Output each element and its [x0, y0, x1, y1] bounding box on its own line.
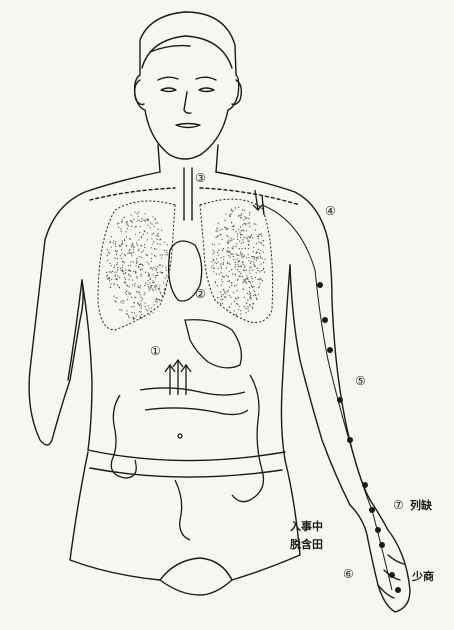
marker-2: ②	[195, 287, 206, 301]
acupoint-9	[379, 542, 385, 548]
waistband	[88, 450, 285, 461]
mouth	[176, 124, 200, 128]
marker-7: ⑦	[393, 498, 404, 512]
navel	[178, 434, 182, 438]
acupoint-3	[327, 347, 333, 353]
marker-6: ⑥	[343, 567, 354, 581]
left-arm-inner	[68, 280, 82, 380]
acupoint-5	[347, 437, 353, 443]
right-hand	[350, 500, 410, 612]
label-shaoshang: 少商	[411, 569, 434, 583]
hair-line	[142, 36, 232, 68]
marker-1: ①	[150, 344, 161, 358]
collarbones	[90, 188, 300, 205]
acupoint-2	[322, 317, 328, 323]
small-intestine	[140, 388, 248, 415]
lung-texture	[106, 207, 266, 320]
trachea	[184, 168, 192, 220]
side-text-line1: 入事中	[290, 519, 323, 533]
left-ear	[135, 80, 144, 105]
left-eye	[161, 88, 176, 92]
acupoint-8	[375, 527, 381, 533]
marker-3: ③	[195, 171, 206, 185]
acupoints	[317, 282, 401, 593]
right-torso-outline	[216, 172, 370, 500]
marker-5: ⑤	[355, 374, 366, 388]
label-lieque: 列缺	[410, 498, 433, 512]
stomach	[185, 320, 241, 368]
right-eyebrow	[196, 77, 216, 80]
acupoint-10	[389, 572, 395, 578]
acupoint-6	[362, 482, 368, 488]
marker-4: ④	[325, 204, 336, 218]
side-text-line2: 脱含田	[290, 537, 323, 551]
head-outline	[135, 12, 239, 159]
acupoint-1	[317, 282, 323, 288]
right-arm-inner	[290, 265, 350, 505]
acupoint-11	[395, 587, 401, 593]
acupoint-7	[369, 507, 375, 513]
torso-right-side	[281, 265, 290, 460]
shorts	[70, 452, 300, 595]
nose	[184, 92, 191, 113]
right-eye	[199, 88, 214, 92]
right-ear	[232, 80, 241, 105]
left-eyebrow	[158, 77, 178, 80]
torso-outline	[29, 172, 160, 450]
acupoint-4	[337, 397, 343, 403]
large-intestine	[111, 375, 263, 502]
